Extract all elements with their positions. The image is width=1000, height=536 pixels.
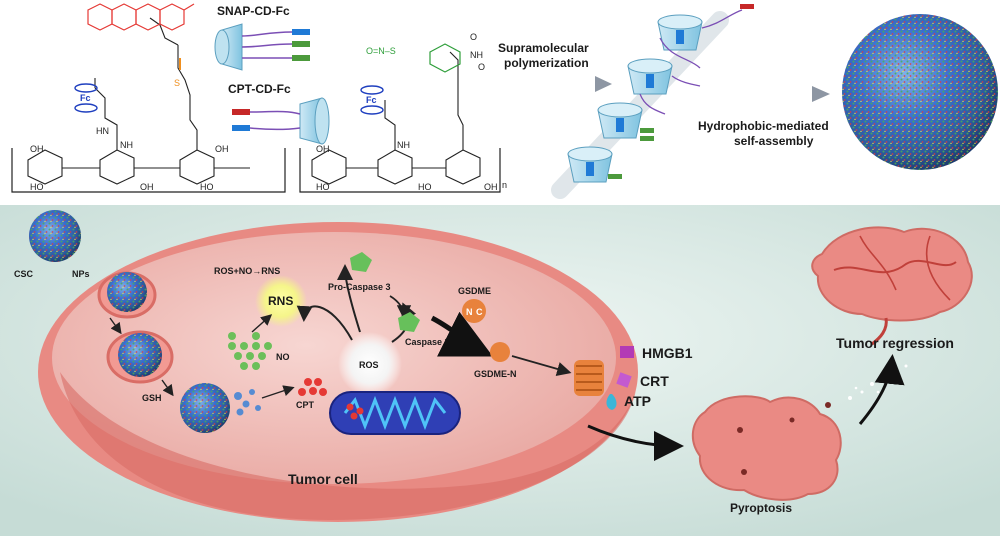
- n-subscript: n: [502, 180, 507, 190]
- damps: HMGB1 CRT ATP: [606, 345, 693, 410]
- fc-label-left: Fc: [80, 93, 91, 103]
- gsdme-n-label: GSDME-N: [474, 369, 517, 379]
- snap-cd-fc-label: SNAP-CD-Fc: [217, 4, 290, 18]
- cpt-cd-fc-label: CPT-CD-Fc: [228, 82, 291, 96]
- crt-label: CRT: [640, 373, 669, 389]
- middle-polymer-structure: O=N–S O NH O Fc NH OH HO HO OH n: [299, 32, 507, 193]
- snap-cd-fc-legend: SNAP-CD-Fc: [214, 4, 310, 71]
- hydro-label-line2: self-assembly: [734, 134, 814, 148]
- atp-label: ATP: [624, 393, 651, 409]
- supramolecular-arrow: Supramolecular polymerization: [498, 41, 612, 92]
- cpt-label: CPT: [296, 400, 315, 410]
- tumor-regression-label: Tumor regression: [836, 335, 954, 351]
- rns-equation: ROS+NO→RNS: [214, 266, 280, 276]
- cd-polymer-chain: [551, 4, 754, 199]
- tumor-cell-label: Tumor cell: [288, 471, 358, 487]
- ho-label-mid: HO: [316, 182, 330, 192]
- regressed-tumor: Tumor regression: [811, 226, 973, 351]
- pro-caspase-label: Pro-Caspase 3: [328, 282, 391, 292]
- hn-label-1: HN: [96, 126, 109, 136]
- cpt-cd-fc-legend: CPT-CD-Fc: [228, 82, 330, 145]
- oh-label-mid: OH: [316, 144, 330, 154]
- pyroptosis-label: Pyroptosis: [730, 501, 792, 515]
- cpt-molecules: [298, 378, 327, 396]
- caspase-label: Caspase 3: [405, 337, 450, 347]
- nh-label-mid2: NH: [397, 140, 410, 150]
- rns-label: RNS: [268, 294, 293, 308]
- ros-glow: ROS: [338, 332, 402, 396]
- no-label: NO: [276, 352, 290, 362]
- membrane-pore: [574, 360, 604, 396]
- oh-label-2: OH: [140, 182, 154, 192]
- left-polymer-structure: S Fc OH HO NH HN HO OH OH: [11, 3, 286, 193]
- oh-label-3: OH: [215, 144, 229, 154]
- on-s-label: O=N–S: [366, 46, 396, 56]
- cpt-molecule: [87, 3, 195, 31]
- pyroptosis-cell: Pyroptosis: [691, 395, 842, 515]
- gsh-label: GSH: [142, 393, 162, 403]
- o-label-mid: O: [470, 32, 477, 42]
- o-label-mid2: O: [478, 62, 485, 72]
- no-molecules: [228, 332, 272, 370]
- np-label: CSC: [14, 269, 34, 279]
- ros-label: ROS: [359, 360, 379, 370]
- oh-label-mid2: OH: [484, 182, 498, 192]
- gsdme-label: GSDME: [458, 286, 491, 296]
- linker-s-label: S: [174, 78, 180, 88]
- ho-label-2: HO: [200, 182, 214, 192]
- gsdme-n: GSDME-N: [474, 342, 517, 379]
- hmgb1-label: HMGB1: [642, 345, 693, 361]
- nh-label-mid: NH: [470, 50, 483, 60]
- ferrocene-left: Fc: [74, 83, 98, 113]
- rns-glow: RNS: [255, 275, 307, 327]
- ho-label-mid2: HO: [418, 182, 432, 192]
- supra-label-line1: Supramolecular: [498, 41, 589, 55]
- oh-label-1: OH: [30, 144, 44, 154]
- hydrophobic-arrow: Hydrophobic-mediated self-assembly: [698, 86, 830, 148]
- supra-label-line2: polymerization: [504, 56, 589, 70]
- pro-caspase-3: Pro-Caspase 3: [328, 252, 391, 292]
- ferrocene-mid: Fc: [360, 85, 384, 115]
- fc-label-mid: Fc: [366, 95, 377, 105]
- nh-label-1: NH: [120, 140, 133, 150]
- hydro-label-line1: Hydrophobic-mediated: [698, 119, 829, 133]
- caspase-3: Caspase 3: [398, 312, 450, 347]
- gsdme-c-letter: C: [476, 307, 483, 317]
- mitochondrion: [329, 391, 461, 435]
- ho-label-1: HO: [30, 182, 44, 192]
- snap-group: [429, 43, 461, 73]
- np-label-tail: NPs: [72, 269, 90, 279]
- gsdme-n-letter: N: [466, 307, 473, 317]
- endocytosis-pathway: CSC NPs GSH: [14, 210, 261, 433]
- nanoparticle-large: [842, 14, 998, 170]
